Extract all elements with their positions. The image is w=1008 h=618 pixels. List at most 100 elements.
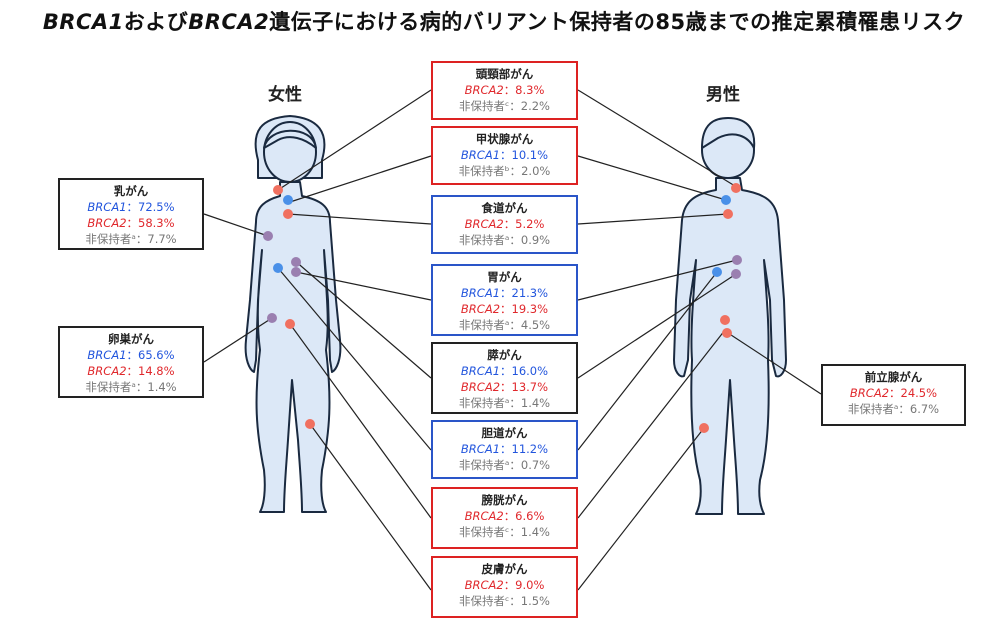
- organ-dot: [267, 313, 277, 323]
- card-title: 膵がん: [487, 348, 522, 362]
- brca2-risk: BRCA2：14.8%: [60, 363, 202, 379]
- organ-dot: [723, 209, 733, 219]
- gene-name: BRCA1: [460, 442, 501, 456]
- connector-line: [577, 273, 737, 379]
- card-title: 胃がん: [487, 270, 522, 284]
- gene-name: BRCA2: [464, 578, 504, 592]
- gene-name: BRCA2: [464, 509, 504, 523]
- brca2-risk: BRCA2：58.3%: [60, 215, 202, 231]
- card-title: 甲状腺がん: [475, 132, 534, 146]
- connector-line: [277, 89, 432, 191]
- gene-name: BRCA1: [87, 200, 127, 214]
- male-figure: [673, 117, 787, 515]
- connector-line: [287, 213, 432, 225]
- organ-dot: [283, 209, 293, 219]
- noncarrier-risk: 非保持者ᵃ：0.7%: [458, 458, 551, 472]
- noncarrier-risk: 非保持者ᵃ：4.5%: [458, 318, 551, 332]
- risk-value: ：58.3%: [126, 216, 175, 230]
- risk-value: ：9.0%: [503, 578, 545, 592]
- brca2-risk: BRCA2：6.6%: [433, 508, 576, 524]
- noncarrier-risk: 非保持者ᶜ：1.5%: [459, 594, 550, 608]
- female-label: 女性: [268, 85, 302, 105]
- female-body: [244, 181, 342, 513]
- risk-value: ：14.8%: [126, 364, 175, 378]
- organ-dot: [712, 267, 722, 277]
- brca2-risk: BRCA2：19.3%: [433, 301, 576, 317]
- noncarrier-risk: 非保持者ᶜ：1.4%: [459, 525, 550, 539]
- risk-value: ：16.0%: [500, 364, 549, 378]
- male-hair: [701, 117, 756, 149]
- risk-value: ：19.3%: [500, 302, 549, 316]
- card-title: 膀胱がん: [481, 493, 528, 507]
- connector-line: [203, 213, 269, 237]
- connector-line: [577, 271, 718, 451]
- gene-name: BRCA1: [87, 348, 127, 362]
- noncarrier-risk: 非保持者ᵃ：0.9%: [458, 233, 551, 247]
- title-and: および: [123, 10, 189, 34]
- organ-dot: [285, 319, 295, 329]
- brca1-risk: BRCA1：10.1%: [433, 147, 576, 163]
- brca2-risk: BRCA2：13.7%: [433, 379, 576, 395]
- organ-dot: [273, 185, 283, 195]
- connector-line: [577, 259, 738, 301]
- risk-value: ：11.2%: [500, 442, 549, 456]
- gene-name: BRCA1: [460, 364, 501, 378]
- organ-dot: [731, 183, 741, 193]
- organ-dot: [273, 263, 283, 273]
- risk-value: ：13.7%: [500, 380, 549, 394]
- brca1-risk: BRCA1：11.2%: [433, 441, 576, 457]
- gene-name: BRCA2: [87, 216, 127, 230]
- organ-dot: [305, 419, 315, 429]
- gene-name: BRCA1: [460, 148, 501, 162]
- organ-dot: [291, 257, 301, 267]
- organ-dot: [731, 269, 741, 279]
- organ-dot: [283, 195, 293, 205]
- risk-value: ：8.3%: [503, 83, 545, 97]
- organ-dot: [732, 255, 742, 265]
- gene-name: BRCA2: [460, 302, 501, 316]
- brca2-risk: BRCA2：8.3%: [433, 82, 576, 98]
- organ-dot: [722, 328, 732, 338]
- noncarrier-risk: 非保持者ᶜ：2.2%: [459, 99, 550, 113]
- male-label: 男性: [706, 85, 740, 105]
- connector-line: [577, 213, 729, 225]
- connector-line: [577, 155, 727, 201]
- connector-line: [309, 423, 432, 591]
- brca1-risk: BRCA1：21.3%: [433, 285, 576, 301]
- connector-line: [293, 259, 432, 379]
- gene-name: BRCA2: [464, 217, 504, 231]
- risk-value: ：24.5%: [889, 386, 938, 400]
- noncarrier-risk: 非保持者ᵃ：6.7%: [847, 402, 940, 416]
- card-title: 頭頸部がん: [475, 67, 534, 81]
- connector-line: [577, 427, 705, 591]
- risk-value: ：10.1%: [500, 148, 549, 162]
- risk-value: ：6.6%: [503, 509, 545, 523]
- organ-dot: [721, 195, 731, 205]
- connector-line: [295, 271, 432, 301]
- card-title: 胆道がん: [481, 426, 528, 440]
- connector-line: [727, 332, 822, 395]
- card-title: 乳がん: [113, 184, 149, 198]
- risk-value: ：5.2%: [503, 217, 545, 231]
- brca2-risk: BRCA2：5.2%: [433, 216, 576, 232]
- connector-line: [289, 323, 432, 519]
- connector-line: [577, 329, 726, 519]
- card-title: 食道がん: [481, 201, 528, 215]
- risk-value: ：21.3%: [500, 286, 549, 300]
- brca2-risk: BRCA2：9.0%: [433, 577, 576, 593]
- connector-lines: [203, 89, 822, 591]
- risk-value: ：65.6%: [126, 348, 175, 362]
- connector-line: [277, 267, 432, 451]
- card-title: 皮膚がん: [481, 562, 528, 576]
- connector-line: [203, 317, 273, 363]
